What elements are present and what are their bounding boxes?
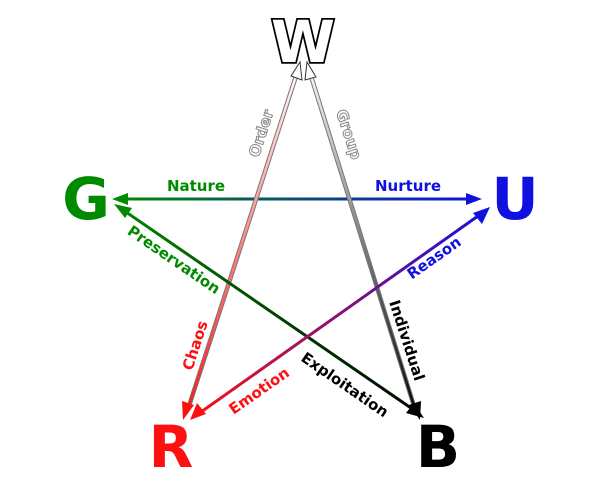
- edge-label-reason: Reason: [404, 233, 465, 283]
- node-letter-r: R: [149, 413, 194, 481]
- edge-line-red-blue: [200, 214, 479, 414]
- edge-label-preservation: Preservation: [124, 222, 223, 298]
- arrowhead-to-green-diagonal: [114, 204, 132, 218]
- edge-labels: Nature Nurture Order Group Chaos Individ…: [124, 107, 465, 422]
- edge-line-black-white-fill: [309, 75, 416, 407]
- arrowheads: [112, 60, 490, 420]
- node-letter-b: B: [416, 413, 460, 481]
- edge-label-nature: Nature: [167, 177, 225, 195]
- arrowhead-to-red-from-white: [182, 401, 194, 420]
- node-letter-g: G: [62, 165, 110, 233]
- arrowhead-to-green-horizontal: [112, 193, 128, 205]
- arrowhead-to-red-diagonal: [190, 403, 206, 420]
- arrowhead-to-blue-horizontal: [466, 193, 482, 205]
- edge-line-red-white-fill: [187, 75, 298, 407]
- node-letter-u: U: [491, 165, 538, 233]
- edge-label-nurture: Nurture: [375, 177, 441, 195]
- arrowhead-to-blue-diagonal: [473, 207, 490, 224]
- arrowhead-to-black-diagonal: [406, 403, 424, 418]
- node-letter-w: W: [271, 8, 335, 76]
- arrowhead-to-white-left: [290, 60, 303, 81]
- edge-line-green-black: [125, 210, 412, 410]
- node-letters: W G U R B: [62, 6, 538, 481]
- arrowhead-to-white-right: [304, 60, 317, 81]
- edge-lines: [124, 75, 479, 414]
